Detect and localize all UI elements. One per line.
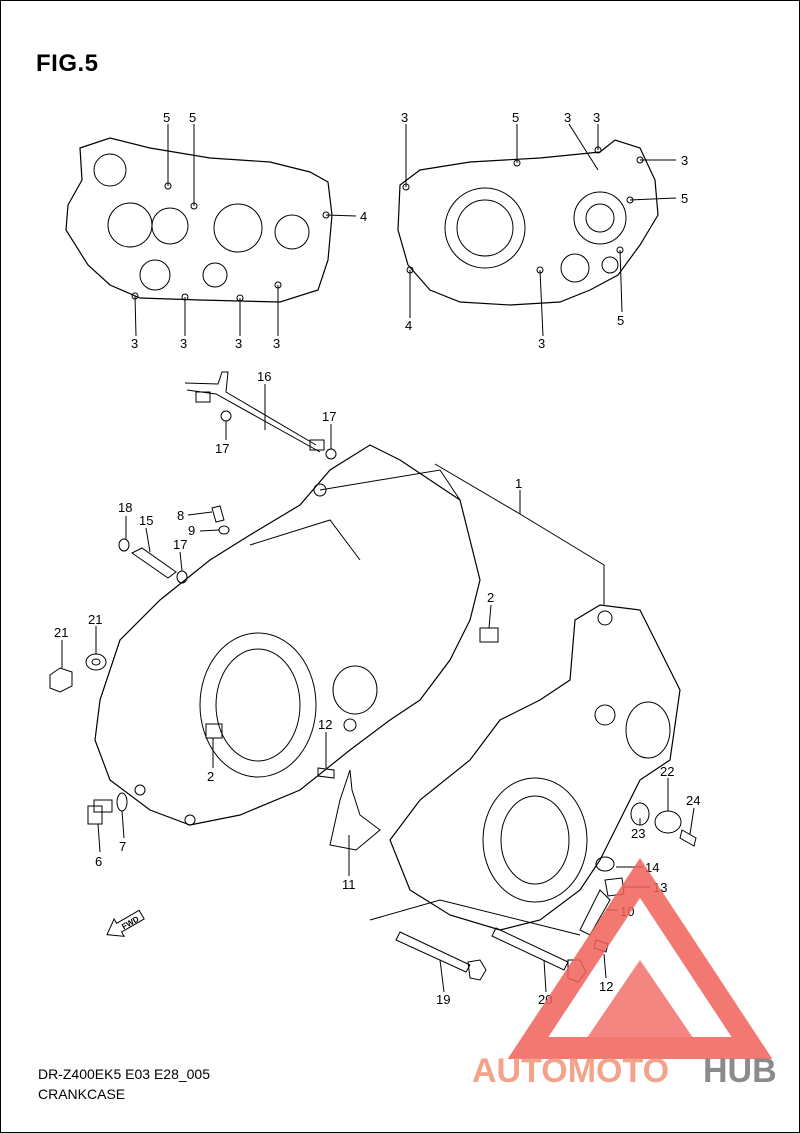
- crankcase-right-part: [389, 604, 681, 931]
- callouts-top-left: 5 5 4 3 3 3 3: [131, 110, 367, 351]
- callout-24: 24: [686, 793, 700, 808]
- model-code: DR-Z400EK5 E03 E28_005: [38, 1066, 210, 1082]
- callout-12: 12: [318, 717, 332, 732]
- callout-5: 5: [512, 110, 519, 125]
- figure-title: FIG.5: [36, 50, 99, 77]
- dowel-pin-2b: [205, 723, 223, 739]
- callout-3: 3: [564, 110, 571, 125]
- watermark-text-automoto: AUTOMOTO: [472, 1052, 669, 1090]
- callout-3: 3: [273, 336, 280, 351]
- nut-21: [49, 653, 107, 693]
- callout-16: 16: [257, 369, 271, 384]
- automotohub-watermark: AUTOMOTO HUB: [472, 858, 777, 1090]
- callout-11: 11: [342, 877, 356, 892]
- callout-9: 9: [188, 523, 195, 538]
- callout-4: 4: [360, 209, 367, 224]
- callout-7: 7: [119, 839, 126, 854]
- o-ring-17a: [220, 410, 232, 422]
- washer-14: [595, 856, 615, 872]
- callout-5: 5: [681, 191, 688, 206]
- callout-6: 6: [95, 854, 102, 869]
- callout-18: 18: [118, 500, 132, 515]
- callout-3: 3: [538, 336, 545, 351]
- callout-3: 3: [681, 153, 688, 168]
- callout-4: 4: [405, 318, 412, 333]
- callout-5: 5: [163, 110, 170, 125]
- plate-11: [329, 769, 381, 851]
- callout-5: 5: [617, 313, 624, 328]
- callout-1: 1: [515, 476, 522, 491]
- callout-8: 8: [177, 508, 184, 523]
- callout-23: 23: [631, 826, 645, 841]
- dowel-pin-2a: [479, 627, 499, 643]
- fwd-direction-marker: FWD: [106, 909, 145, 937]
- callout-17: 17: [215, 441, 229, 456]
- callout-3: 3: [235, 336, 242, 351]
- callout-19: 19: [436, 992, 450, 1007]
- callout-2: 2: [487, 590, 494, 605]
- oil-pipe-16: [184, 371, 325, 453]
- crankcase-left-half-view: [65, 137, 333, 303]
- callouts-top-right: 3 5 3 3 3 5 4 3 5: [401, 110, 688, 351]
- callout-21: 21: [88, 612, 102, 627]
- cap-22: [654, 810, 682, 834]
- callout-15: 15: [139, 513, 153, 528]
- callout-17: 17: [322, 409, 336, 424]
- bolt-12a: [317, 767, 335, 779]
- diagram-caption: CRANKCASE: [38, 1086, 126, 1102]
- callout-17: 17: [173, 537, 187, 552]
- callout-3: 3: [131, 336, 138, 351]
- leader-lines: [61, 123, 695, 993]
- callouts-main: 16 17 17 1 18 15 8 9 17 21 21 2 2 12 11 …: [54, 369, 700, 1007]
- drain-plug-6: [87, 792, 128, 825]
- callout-3: 3: [593, 110, 600, 125]
- callout-21: 21: [54, 625, 68, 640]
- o-ring-17b: [325, 448, 337, 460]
- crankcase-right-half-view: [397, 139, 659, 306]
- callout-5: 5: [189, 110, 196, 125]
- watermark-logo-triangle: [507, 858, 773, 1059]
- callout-12: 12: [599, 979, 613, 994]
- callout-2: 2: [207, 769, 214, 784]
- bolt-24: [679, 829, 697, 847]
- crankcase-left-part: [94, 444, 481, 826]
- bolt-19: [395, 931, 487, 981]
- callout-3: 3: [401, 110, 408, 125]
- watermark-text-hub: HUB: [703, 1052, 777, 1090]
- callout-22: 22: [660, 764, 674, 779]
- callout-3: 3: [180, 336, 187, 351]
